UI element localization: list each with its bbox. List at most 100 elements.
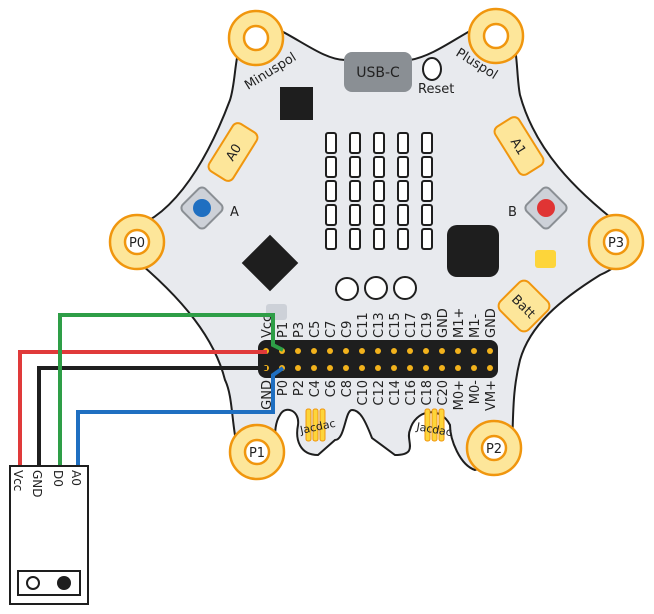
led-3-0 bbox=[325, 204, 337, 226]
led-2-1 bbox=[349, 180, 361, 202]
led-1-0 bbox=[325, 156, 337, 178]
header-label-top: M1+ bbox=[452, 308, 467, 338]
header-pin-top-6[interactable] bbox=[359, 348, 365, 354]
header-label-bottom: C4 bbox=[308, 380, 323, 397]
header-pin-bottom-9[interactable] bbox=[407, 365, 413, 371]
header-pin-bottom-8[interactable] bbox=[391, 365, 397, 371]
wire-gnd-black[interactable] bbox=[37, 366, 267, 474]
led-1-1 bbox=[349, 156, 361, 178]
header-pin-top-3[interactable] bbox=[311, 348, 317, 354]
header-label-bottom: C14 bbox=[388, 380, 403, 406]
header-label-bottom: C8 bbox=[340, 380, 355, 397]
header-label-top: C13 bbox=[372, 312, 387, 338]
button-a-label: A bbox=[230, 205, 239, 220]
sensor-pin-gnd: GND bbox=[30, 470, 44, 498]
wire-d0-green[interactable] bbox=[58, 313, 284, 474]
pin-p3-label: P3 bbox=[608, 236, 624, 251]
usb-c-port: USB-C bbox=[344, 52, 412, 92]
reset-label: Reset bbox=[418, 82, 454, 97]
header-pin-bottom-6[interactable] bbox=[359, 365, 365, 371]
header-label-bottom: C6 bbox=[324, 380, 339, 397]
header-label-bottom: C10 bbox=[356, 380, 371, 406]
pin-p0-label: P0 bbox=[129, 236, 145, 251]
led-3-4 bbox=[421, 204, 433, 226]
sensor-pin-vcc: Vcc bbox=[11, 470, 25, 491]
header-pin-top-13[interactable] bbox=[471, 348, 477, 354]
pad-batt[interactable]: Batt bbox=[496, 278, 553, 335]
header-pin-bottom-10[interactable] bbox=[423, 365, 429, 371]
header-pin-bottom-5[interactable] bbox=[343, 365, 349, 371]
header-pin-top-12[interactable] bbox=[455, 348, 461, 354]
led-1-3 bbox=[397, 156, 409, 178]
header-pin-bottom-14[interactable] bbox=[487, 365, 493, 371]
led-4-4 bbox=[421, 228, 433, 250]
header-label-top: C9 bbox=[340, 321, 355, 338]
button-a-cap bbox=[193, 199, 211, 217]
header-label-bottom: C18 bbox=[420, 380, 435, 406]
minuspol-pad[interactable] bbox=[227, 9, 285, 67]
jacdac-right[interactable]: Jacdac bbox=[414, 408, 453, 442]
sensor-pin-d0: D0 bbox=[51, 470, 65, 487]
wire-a0-blue[interactable] bbox=[76, 366, 285, 474]
reset-button[interactable] bbox=[422, 57, 442, 81]
led-2-4 bbox=[421, 180, 433, 202]
jacdac-right-label: Jacdac bbox=[414, 420, 453, 439]
led-0-2 bbox=[373, 132, 385, 154]
header-pin-bottom-11[interactable] bbox=[439, 365, 445, 371]
header-pin-bottom-2[interactable] bbox=[295, 365, 301, 371]
led-0-3 bbox=[397, 132, 409, 154]
button-b-label: B bbox=[508, 205, 517, 220]
led-0-0 bbox=[325, 132, 337, 154]
pad-a0[interactable]: A0 bbox=[206, 121, 259, 183]
pin-p0-pad[interactable]: P0 bbox=[108, 213, 166, 271]
pin-p1-pad[interactable]: P1 bbox=[228, 423, 286, 481]
header-label-top: C15 bbox=[388, 312, 403, 338]
led-4-2 bbox=[373, 228, 385, 250]
header-pin-top-9[interactable] bbox=[407, 348, 413, 354]
header-label-bottom: C16 bbox=[404, 380, 419, 406]
header-pin-bottom-12[interactable] bbox=[455, 365, 461, 371]
led-matrix bbox=[325, 132, 433, 250]
header-label-top: P3 bbox=[292, 322, 307, 338]
header-label-top: C19 bbox=[420, 312, 435, 338]
sensor-circle-1 bbox=[335, 277, 359, 301]
header-label-top: GND bbox=[484, 308, 499, 338]
header-pin-bottom-4[interactable] bbox=[327, 365, 333, 371]
header-pin-top-8[interactable] bbox=[391, 348, 397, 354]
pin-p3-pad[interactable]: P3 bbox=[587, 213, 645, 271]
led-3-2 bbox=[373, 204, 385, 226]
header-pin-bottom-13[interactable] bbox=[471, 365, 477, 371]
wire-vcc-red[interactable] bbox=[18, 350, 267, 474]
header-pin-top-10[interactable] bbox=[423, 348, 429, 354]
header-pin-top-5[interactable] bbox=[343, 348, 349, 354]
header-pin-top-2[interactable] bbox=[295, 348, 301, 354]
header-label-top: C17 bbox=[404, 312, 419, 338]
header-label-top: C11 bbox=[356, 312, 371, 338]
led-4-1 bbox=[349, 228, 361, 250]
pluspol-pad[interactable] bbox=[467, 7, 525, 65]
button-b-cap bbox=[537, 199, 555, 217]
header-pin-top-11[interactable] bbox=[439, 348, 445, 354]
pin-p2-pad[interactable]: P2 bbox=[465, 419, 523, 477]
pad-a1[interactable]: A1 bbox=[492, 115, 545, 177]
led-0-1 bbox=[349, 132, 361, 154]
pin-p1-label: P1 bbox=[249, 446, 265, 461]
header-pin-bottom-7[interactable] bbox=[375, 365, 381, 371]
chip-square bbox=[280, 87, 313, 120]
header-pin-top-7[interactable] bbox=[375, 348, 381, 354]
led-2-3 bbox=[397, 180, 409, 202]
header-pin-top-14[interactable] bbox=[487, 348, 493, 354]
header-label-bottom: M0+ bbox=[452, 380, 467, 410]
button-a[interactable] bbox=[179, 185, 224, 230]
header-label-bottom: M0- bbox=[468, 380, 483, 404]
header-label-bottom: P2 bbox=[292, 380, 307, 396]
header-pin-top-4[interactable] bbox=[327, 348, 333, 354]
pin-p2-label: P2 bbox=[486, 442, 502, 457]
button-b[interactable] bbox=[523, 185, 568, 230]
led-0-4 bbox=[421, 132, 433, 154]
header-pin-bottom-3[interactable] bbox=[311, 365, 317, 371]
header-label-bottom: VM+ bbox=[484, 380, 499, 411]
sensor-hole-filled bbox=[57, 576, 71, 590]
